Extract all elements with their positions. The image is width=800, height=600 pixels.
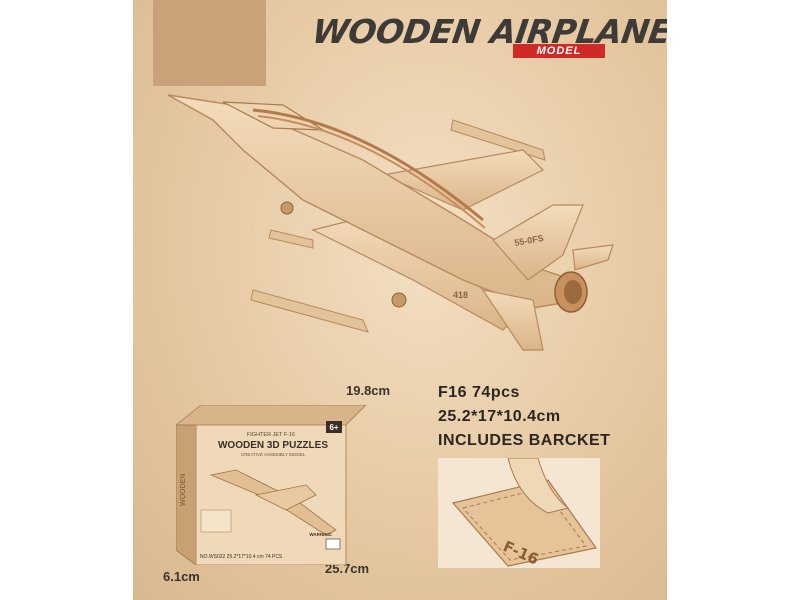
age-text: 6+ xyxy=(329,423,338,432)
fuselage-shape xyxy=(167,94,574,309)
box-tagline: CREATIVE ASSEMBLY MODEL xyxy=(241,452,306,457)
depth-dimension: 6.1cm xyxy=(163,569,200,584)
tail-fin-shape xyxy=(492,204,584,281)
height-dimension: 19.8cm xyxy=(346,383,391,398)
box-model-no: NO.WS022 25.2*17*10.4 cm 74 PCS xyxy=(200,554,283,560)
upper-wing-shape xyxy=(380,149,545,211)
stabilizer-shape xyxy=(481,289,544,351)
box-plane-wing xyxy=(254,484,317,511)
stand-post xyxy=(507,458,570,514)
airplane-illustration: 55-0FS 418 xyxy=(167,94,614,351)
stabilizer-shape xyxy=(572,244,614,271)
age-badge xyxy=(326,421,342,433)
box-subtitle: FIGHTER JET F-16 xyxy=(247,432,295,438)
spine-line xyxy=(252,108,484,222)
stand-closeup: F-16 xyxy=(438,458,600,568)
corner-block xyxy=(153,0,266,86)
box-inset-image xyxy=(200,509,232,533)
nose-number: 418 xyxy=(453,290,468,300)
spec-bracket: INCLUDES BARCKET xyxy=(438,432,611,449)
warning-text: WARNING: xyxy=(309,532,333,537)
wheel-shape xyxy=(280,201,294,215)
box-title: WOODEN 3D PUZZLES xyxy=(218,440,328,451)
spec-model-pieces: F16 74pcs xyxy=(438,384,520,401)
product-box: WOODEN FIGHTER JET F-16 WOODEN 3D PUZZLE… xyxy=(176,405,366,565)
spine-line xyxy=(257,115,486,229)
box-side-text: WOODEN xyxy=(180,474,187,506)
page-title: WOODEN AIRPLANE xyxy=(309,12,667,51)
wheel-shape xyxy=(391,292,407,308)
stand-pattern xyxy=(462,487,587,561)
warning-badge xyxy=(325,538,341,550)
box-side xyxy=(176,424,197,565)
spec-size: 25.2*17*10.4cm xyxy=(438,408,561,425)
engine-nozzle-inner xyxy=(564,280,582,304)
model-badge: MODEL xyxy=(513,44,605,58)
specs-block: F16 74pcs 25.2*17*10.4cm INCLUDES BARCKE… xyxy=(438,381,610,453)
